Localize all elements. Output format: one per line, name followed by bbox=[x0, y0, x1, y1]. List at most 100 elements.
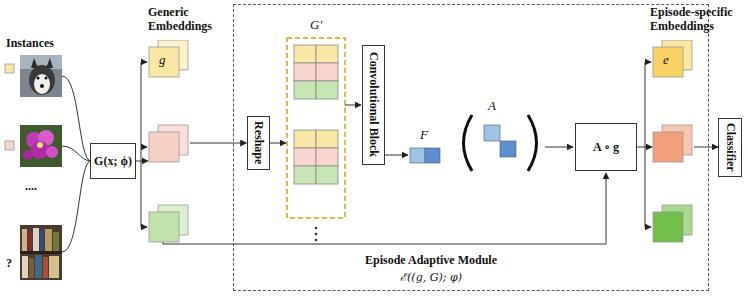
matrix-cell bbox=[500, 141, 516, 157]
episode-embedding-stack: e bbox=[652, 40, 694, 245]
drawn-shape bbox=[20, 55, 62, 97]
embedding-square bbox=[149, 47, 179, 77]
branch-line bbox=[645, 62, 646, 227]
symbol-label: F bbox=[420, 128, 428, 143]
instance-marker bbox=[5, 64, 14, 73]
module-caption: Episode Adaptive Moduleℰ((g, G); φ) bbox=[291, 251, 571, 287]
embedding-square bbox=[653, 47, 683, 77]
ellipsis-label: .... bbox=[25, 180, 37, 194]
flow-arrow bbox=[384, 155, 408, 156]
connector bbox=[190, 143, 247, 144]
drawn-shape bbox=[49, 256, 59, 278]
drawn-shape bbox=[294, 63, 316, 81]
query-mark: ? bbox=[6, 257, 12, 271]
embedding-square bbox=[149, 132, 179, 162]
drawn-shape bbox=[316, 166, 338, 184]
connector bbox=[694, 147, 718, 148]
matrix-cell bbox=[484, 125, 500, 141]
drawn-shape bbox=[22, 229, 27, 251]
instance-link bbox=[62, 161, 91, 252]
drawn-shape bbox=[294, 148, 316, 166]
drawn-shape bbox=[37, 77, 40, 80]
drawn-shape bbox=[316, 81, 338, 99]
drawn-shape bbox=[315, 239, 318, 242]
module-title: Episode Adaptive Module bbox=[291, 251, 571, 269]
drawn-shape bbox=[45, 229, 52, 251]
flow-arrow bbox=[269, 143, 286, 144]
drawn-shape bbox=[316, 63, 338, 81]
drawn-shape bbox=[315, 227, 318, 230]
flow-arrow bbox=[545, 147, 573, 148]
reshaped-frame bbox=[287, 38, 345, 218]
drawn-shape bbox=[45, 77, 48, 80]
instance-marker bbox=[5, 141, 14, 150]
drawn-shape bbox=[43, 257, 48, 278]
drawn-shape bbox=[40, 230, 44, 251]
drawn-shape bbox=[34, 74, 50, 94]
feature-cell bbox=[425, 148, 440, 163]
right-parenthesis bbox=[528, 115, 537, 171]
branch-arrow bbox=[645, 62, 651, 63]
drawn-shape bbox=[31, 58, 38, 68]
embedding-squares bbox=[652, 40, 694, 245]
group-label: Episode-specific Embeddings bbox=[650, 6, 742, 34]
embedding-square bbox=[653, 132, 683, 162]
drawn-shape bbox=[46, 58, 53, 68]
flower-photo bbox=[20, 125, 62, 167]
drawn-shape bbox=[294, 130, 316, 148]
generic-embedding-stack: g bbox=[148, 40, 190, 245]
drawn-shape bbox=[53, 232, 59, 251]
symbol-label: G′ bbox=[310, 18, 322, 33]
drawn-shape bbox=[316, 130, 338, 148]
group-label: Instances bbox=[6, 37, 54, 51]
skip-line bbox=[163, 173, 606, 244]
connector bbox=[136, 161, 148, 162]
drawn-shape bbox=[294, 45, 316, 63]
drawn-shape bbox=[23, 150, 33, 160]
drawn-shape bbox=[315, 233, 318, 236]
feature-cell bbox=[410, 148, 425, 163]
box-text: G(x; ϕ) bbox=[94, 154, 132, 169]
flow-arrow bbox=[345, 105, 361, 106]
branch-arrow bbox=[141, 227, 147, 228]
conv-block-box: Convolutional Block bbox=[362, 45, 385, 165]
box-text: Classifier bbox=[723, 123, 738, 172]
embedding-square bbox=[149, 212, 179, 242]
drawn-shape bbox=[37, 142, 43, 148]
instance-link bbox=[62, 146, 91, 161]
module-formula: ℰ((g, G); φ) bbox=[291, 269, 571, 287]
drawn-shape bbox=[316, 45, 338, 63]
connector bbox=[637, 147, 652, 148]
drawn-shape bbox=[20, 251, 62, 254]
box-text: Reshape bbox=[251, 121, 266, 164]
drawn-shape bbox=[294, 166, 316, 184]
drawn-shape bbox=[33, 228, 39, 251]
box-text: Convolutional Block bbox=[366, 52, 381, 157]
branch-arrow bbox=[141, 147, 147, 148]
books-photo bbox=[20, 225, 62, 280]
episode-adaptive-region: Episode Adaptive Moduleℰ((g, G); φ) Resha… bbox=[233, 4, 709, 291]
box-text: A ∘ g bbox=[593, 140, 619, 155]
drawn-shape bbox=[35, 255, 42, 278]
encoder-box: G(x; ϕ) bbox=[90, 143, 136, 179]
drawn-shape bbox=[31, 141, 49, 159]
classifier-box: Classifier bbox=[718, 118, 742, 177]
drawn-shape bbox=[29, 258, 34, 278]
branch-arrow bbox=[645, 227, 651, 228]
branch-arrow bbox=[141, 62, 147, 63]
left-parenthesis bbox=[464, 115, 473, 171]
drawn-shape bbox=[20, 125, 62, 167]
vertical-ellipsis bbox=[315, 227, 318, 242]
branch-line bbox=[141, 62, 142, 227]
drawn-shape bbox=[22, 256, 28, 278]
drawn-shape bbox=[20, 225, 62, 280]
dog-photo bbox=[20, 55, 62, 97]
drawn-shape bbox=[46, 146, 58, 158]
symbol-label: A bbox=[488, 99, 496, 114]
hadamard-box: A ∘ g bbox=[575, 123, 637, 171]
drawn-shape bbox=[316, 148, 338, 166]
embedding-symbol: g bbox=[159, 52, 166, 68]
embedding-square bbox=[653, 212, 683, 242]
group-label: Generic Embeddings bbox=[148, 6, 228, 34]
